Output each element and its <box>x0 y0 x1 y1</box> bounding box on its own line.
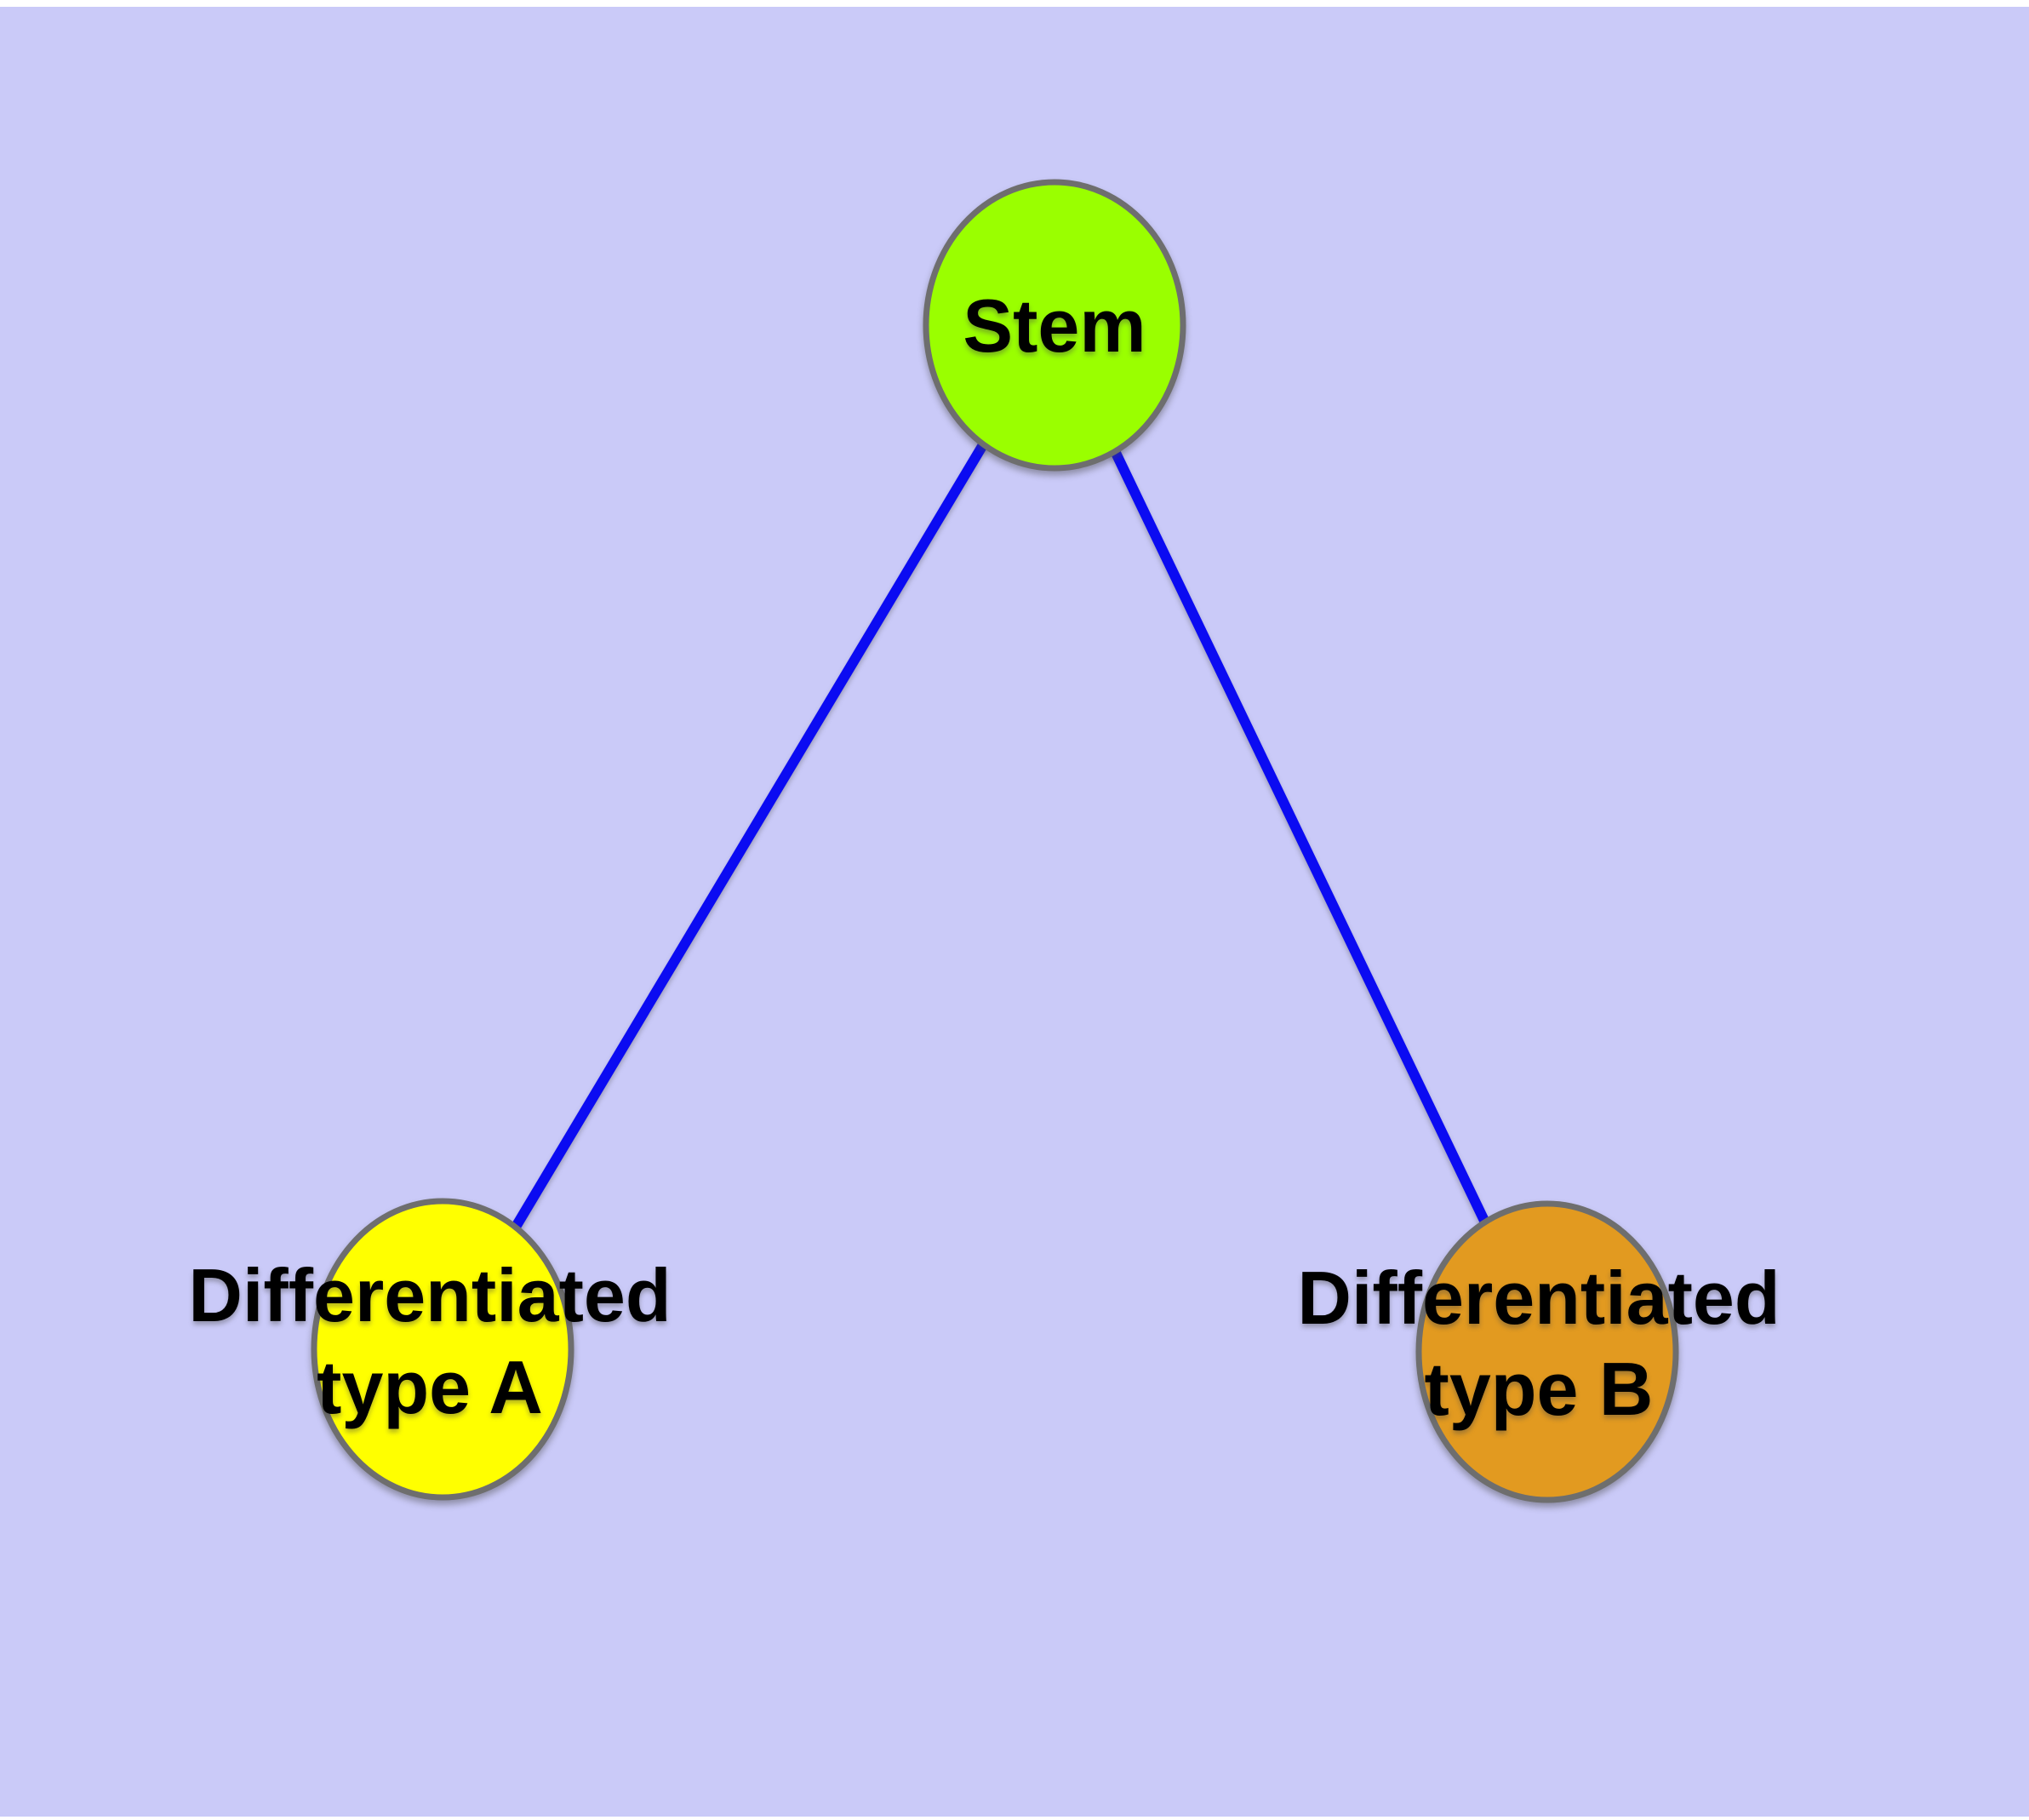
edge-stem-to-type-b <box>1049 323 1552 1354</box>
node-differentiated-type-a <box>311 1198 574 1501</box>
node-differentiated-type-b <box>1415 1200 1679 1503</box>
node-type-b-label-line1: Differentiated <box>1297 1256 1780 1340</box>
label-group: Stem Differentiated type A Differentiate… <box>188 283 1780 1431</box>
node-type-a-label-line1: Differentiated <box>188 1253 671 1337</box>
node-type-b-label-line2: type B <box>1425 1347 1654 1431</box>
edge-stem-to-type-a <box>437 322 1060 1353</box>
node-stem-label: Stem <box>963 283 1146 368</box>
node-group <box>311 179 1679 1503</box>
edge-group <box>437 322 1552 1354</box>
node-type-a-label-line2: type A <box>317 1345 543 1429</box>
node-stem <box>923 179 1186 472</box>
